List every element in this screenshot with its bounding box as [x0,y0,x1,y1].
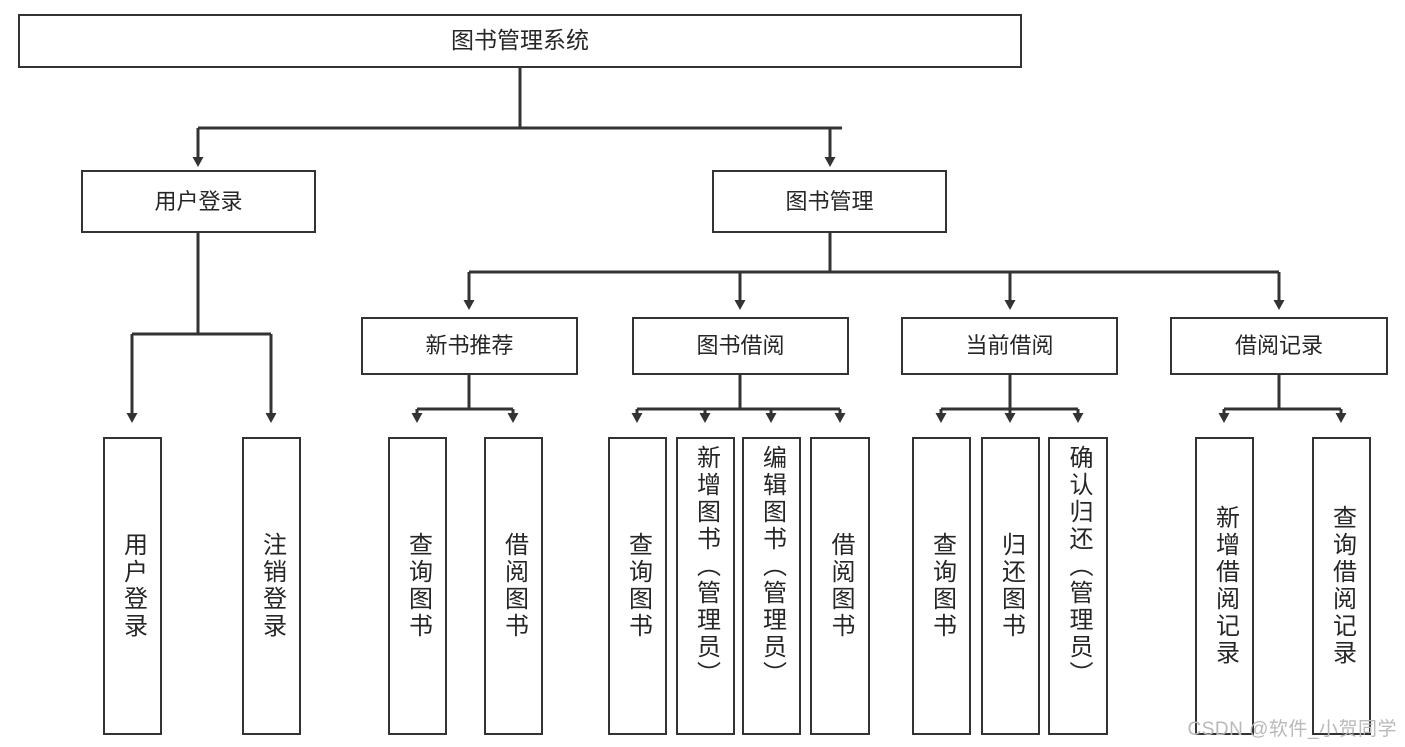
node-label: 查询图书 [928,532,956,640]
leaf-borrow-borrow-book[interactable]: 借阅图书 [810,437,870,735]
node-label: 新增借阅记录 [1211,505,1239,667]
node-label: 查询图书 [624,532,652,640]
watermark-text: CSDN @软件_小贺同学 [1187,719,1397,740]
node-label: 用户登录 [119,532,147,640]
node-label: 新书推荐 [425,333,514,359]
leaf-record-query-record[interactable]: 查询借阅记录 [1312,437,1371,735]
node-label: 归还图书 [997,532,1025,640]
node-label: 新增图书（管理员） [692,445,720,688]
leaf-record-add-record[interactable]: 新增借阅记录 [1195,437,1254,735]
node-label: 注销登录 [258,532,286,640]
node-user-login[interactable]: 用户登录 [81,170,316,233]
node-label: 借阅记录 [1234,333,1323,359]
leaf-user-login-login[interactable]: 用户登录 [103,437,162,735]
leaf-user-login-logout[interactable]: 注销登录 [242,437,301,735]
node-book-management[interactable]: 图书管理 [712,170,947,233]
leaf-current-return-book[interactable]: 归还图书 [981,437,1040,735]
node-label: 图书管理系统 [451,27,589,54]
node-label: 查询图书 [404,532,432,640]
node-label: 编辑图书（管理员） [758,445,786,688]
node-label: 当前借阅 [965,333,1054,359]
node-root-book-management-system[interactable]: 图书管理系统 [18,14,1022,68]
node-label: 确认归还（管理员） [1065,445,1092,688]
node-current-borrow[interactable]: 当前借阅 [901,317,1118,375]
node-new-book-recommend[interactable]: 新书推荐 [361,317,578,375]
node-label: 借阅图书 [500,532,528,640]
leaf-new-book-query[interactable]: 查询图书 [388,437,447,735]
node-borrow-record[interactable]: 借阅记录 [1170,317,1388,375]
node-label: 用户登录 [154,188,243,214]
node-label: 借阅图书 [827,532,854,640]
leaf-borrow-query-book[interactable]: 查询图书 [608,437,667,735]
leaf-borrow-add-book-admin[interactable]: 新增图书（管理员） [676,437,735,735]
node-label: 查询借阅记录 [1328,505,1356,667]
node-label: 图书借阅 [696,333,785,359]
leaf-borrow-edit-book-admin[interactable]: 编辑图书（管理员） [742,437,801,735]
leaf-current-query-book[interactable]: 查询图书 [912,437,971,735]
leaf-new-book-borrow[interactable]: 借阅图书 [484,437,543,735]
leaf-current-confirm-return-admin[interactable]: 确认归还（管理员） [1048,437,1108,735]
node-label: 图书管理 [785,188,874,214]
node-book-borrow[interactable]: 图书借阅 [632,317,849,375]
